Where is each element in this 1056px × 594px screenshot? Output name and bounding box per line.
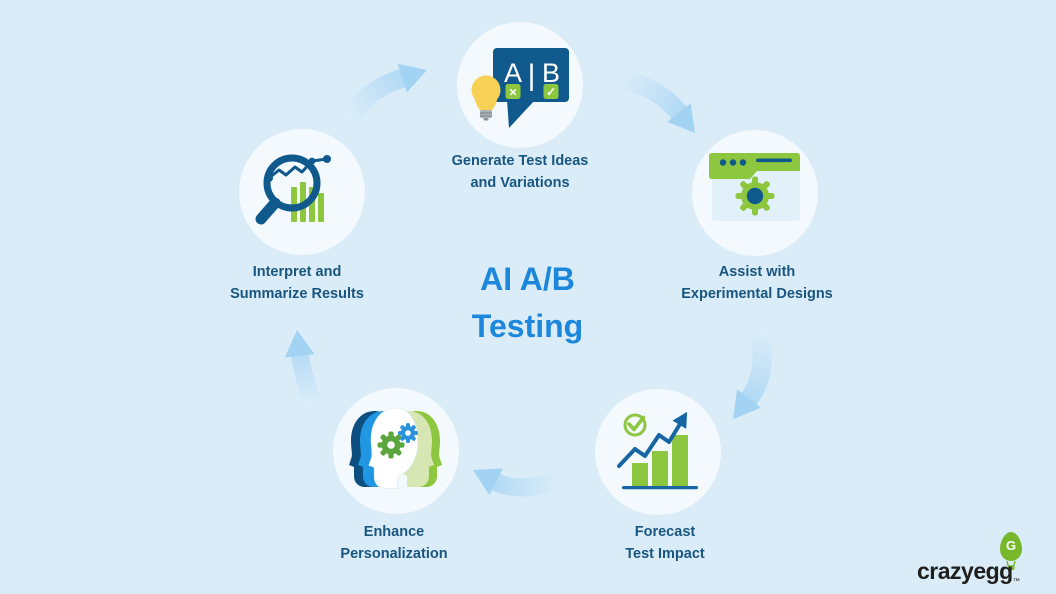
egg-balloon-icon: G	[1000, 532, 1022, 570]
magnifier-lens	[263, 154, 321, 212]
svg-text:×: ×	[509, 85, 517, 100]
label-assist: Assist with Experimental Designs	[637, 261, 877, 305]
profiles-gears-icon	[349, 407, 442, 490]
label-generate: Generate Test Ideas and Variations	[400, 150, 640, 194]
trend-line	[265, 155, 331, 182]
step-interpret-circle	[239, 129, 365, 255]
svg-text:|: |	[528, 59, 536, 92]
arrow-interpret-to-generate	[345, 63, 427, 125]
label-enhance-line1: Enhance	[363, 524, 425, 540]
label-enhance-line2: Personalization	[340, 546, 448, 562]
check-circle-icon	[623, 413, 647, 437]
trend-arrow-icon	[617, 411, 688, 468]
step-generate-circle: A | B × ✓	[457, 22, 583, 148]
label-generate-line2: and Variations	[470, 175, 570, 191]
page-title: AI A/B Testing	[420, 256, 635, 350]
label-forecast-line1: Forecast	[634, 524, 696, 540]
page-title-line1: AI A/B	[480, 261, 575, 297]
arrow-forecast-to-enhance	[473, 468, 563, 497]
magnifier-chart-icon	[255, 154, 331, 225]
bar-2	[652, 451, 668, 486]
svg-text:G: G	[1006, 538, 1016, 553]
label-forecast-line2: Test Impact	[625, 546, 705, 562]
crazyegg-logo: G crazyegg™	[915, 528, 1050, 588]
magnifier-handle	[255, 197, 281, 225]
label-interpret: Interpret and Summarize Results	[177, 261, 417, 305]
label-assist-line1: Assist with	[718, 264, 796, 280]
speech-bubble-icon: A | B × ✓	[493, 48, 569, 128]
lightbulb-icon	[471, 75, 501, 121]
gear-green-icon	[377, 431, 405, 459]
step-forecast-circle	[595, 389, 721, 515]
crazyegg-text: crazyegg	[917, 558, 1013, 584]
svg-text:B: B	[542, 58, 560, 88]
arrow-generate-to-assist	[617, 70, 695, 133]
label-forecast: Forecast Test Impact	[545, 521, 785, 565]
crazyegg-wordmark: crazyegg™	[917, 558, 1020, 585]
svg-text:A: A	[504, 58, 522, 88]
baseline	[622, 486, 698, 490]
label-interpret-line1: Interpret and	[252, 264, 342, 280]
label-interpret-line2: Summarize Results	[230, 286, 364, 302]
ab-test-bubble-lightbulb-icon: A | B × ✓	[471, 48, 569, 128]
step-assist-circle	[692, 130, 818, 256]
label-generate-line1: Generate Test Ideas	[451, 153, 589, 169]
bar-3	[672, 435, 688, 486]
browser-gear-icon	[709, 153, 800, 221]
step-enhance-circle	[333, 388, 459, 514]
gear-blue-icon	[398, 423, 418, 443]
trademark-symbol: ™	[1012, 578, 1020, 585]
label-assist-line2: Experimental Designs	[681, 286, 833, 302]
arrow-assist-to-forecast	[733, 325, 772, 419]
bar-1	[632, 463, 648, 486]
label-enhance: Enhance Personalization	[274, 521, 514, 565]
svg-text:✓: ✓	[546, 85, 556, 99]
page-title-line2: Testing	[471, 308, 584, 344]
gear-icon	[735, 176, 775, 216]
growth-chart-icon	[617, 411, 698, 490]
arrow-enhance-to-interpret	[284, 330, 322, 408]
